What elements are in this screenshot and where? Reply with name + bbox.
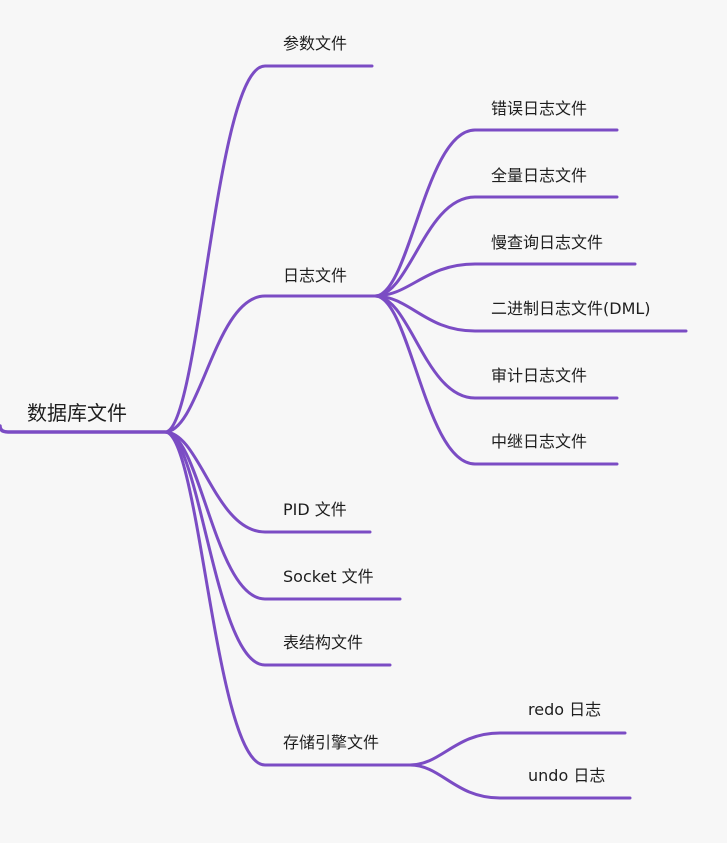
edge-params <box>163 64 374 434</box>
edge-undo-log <box>408 763 632 800</box>
node-binlog[interactable]: 二进制日志文件(DML) <box>491 299 651 318</box>
node-undo-log[interactable]: undo 日志 <box>528 766 606 785</box>
edge-error-log <box>373 128 619 298</box>
root-node[interactable]: 数据库文件 <box>27 401 127 425</box>
edge-socket <box>163 430 402 601</box>
edge-audit-log <box>373 294 619 400</box>
edge-binlog <box>373 294 688 333</box>
edge-engine <box>163 430 412 767</box>
edge-general-log <box>373 195 619 298</box>
node-logs[interactable]: 日志文件 <box>283 266 348 285</box>
node-general-log[interactable]: 全量日志文件 <box>491 166 588 185</box>
root-underline <box>0 424 167 434</box>
node-table-struct[interactable]: 表结构文件 <box>283 633 364 652</box>
node-relay-log[interactable]: 中继日志文件 <box>491 432 588 451</box>
node-error-log[interactable]: 错误日志文件 <box>491 99 588 118</box>
node-engine[interactable]: 存储引擎文件 <box>283 733 380 752</box>
edge-relay-log <box>373 294 619 466</box>
edge-slow-query-log <box>373 262 637 298</box>
node-slow-query-log[interactable]: 慢查询日志文件 <box>491 233 604 252</box>
edge-logs <box>163 294 377 434</box>
edge-redo-log <box>408 731 627 767</box>
node-redo-log[interactable]: redo 日志 <box>528 700 602 719</box>
node-audit-log[interactable]: 审计日志文件 <box>491 366 588 385</box>
node-pid[interactable]: PID 文件 <box>283 500 347 519</box>
edge-pid <box>163 430 372 534</box>
edge-table-struct <box>163 430 392 667</box>
node-params[interactable]: 参数文件 <box>283 34 348 53</box>
node-socket[interactable]: Socket 文件 <box>283 567 374 586</box>
